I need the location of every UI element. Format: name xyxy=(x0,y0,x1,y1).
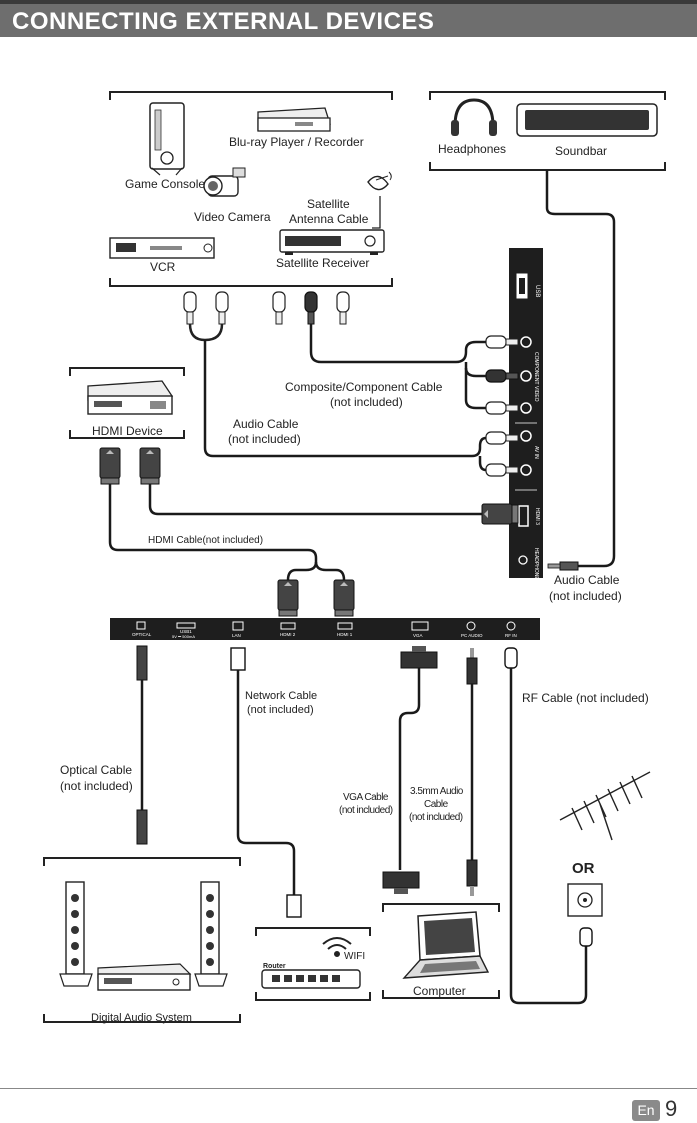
hdmi-device-label: HDMI Device xyxy=(92,424,163,438)
computer-group: Computer xyxy=(382,903,500,999)
hdmi-cable-label: HDMI Cable(not included) xyxy=(148,535,263,546)
router-group: WIFI Router xyxy=(255,927,371,1001)
bottom-port-rf: RF IN xyxy=(505,633,517,638)
or-label: OR xyxy=(572,860,595,877)
page-header: CONNECTING EXTERNAL DEVICES xyxy=(0,0,697,37)
tv-side-panel: USB COMPONENT VIDEO AV IN HDMI 3 HEADPHO… xyxy=(509,248,543,580)
bottom-port-usb-rating: 5V ⎓ 500mA xyxy=(172,634,195,639)
connection-diagram: Game Console Blu-ray Player / Recorder V… xyxy=(43,91,666,1024)
audio-cable-right-label-1: Audio Cable xyxy=(554,573,620,587)
wall-socket-icon xyxy=(567,883,603,917)
bluray-player-icon xyxy=(257,107,331,132)
side-port-usb: USB xyxy=(534,285,540,297)
antenna-icon xyxy=(559,771,651,841)
audio35-cable-label-3: (not included) xyxy=(409,812,463,823)
headphone-jack-plug xyxy=(547,561,579,571)
side-port-headphone: HEADPHONE xyxy=(533,548,539,580)
header-top-rule xyxy=(0,0,697,4)
cables xyxy=(108,170,616,581)
optical-cable xyxy=(136,645,148,845)
speaker-left-icon xyxy=(59,881,93,987)
audio35-cable-label-1: 3.5mm Audio xyxy=(410,786,464,797)
soundbar-icon xyxy=(516,103,658,137)
audio-cable-label-2: (not included) xyxy=(228,432,301,446)
bottom-port-optical: OPTICAL xyxy=(132,632,152,637)
audio-cable-label-1: Audio Cable xyxy=(233,417,299,431)
side-port-video: VIDEO xyxy=(533,386,539,402)
video-camera-label: Video Camera xyxy=(194,210,271,224)
source-devices-group: Game Console Blu-ray Player / Recorder V… xyxy=(109,91,393,287)
optical-cable-label-2: (not included) xyxy=(60,779,133,793)
hdmi-plugs-from-device xyxy=(99,447,161,485)
network-cable-label-1: Network Cable xyxy=(245,690,317,702)
satellite-label-2: Antenna Cable xyxy=(289,212,369,226)
network-cable xyxy=(230,647,302,918)
satellite-receiver-label: Satellite Receiver xyxy=(276,256,369,270)
audio-35mm-cable xyxy=(466,648,478,896)
game-console-label: Game Console xyxy=(125,177,205,191)
composite-cable-label-1: Composite/Component Cable xyxy=(285,380,443,394)
bottom-port-hdmi2: HDMI 2 xyxy=(280,632,296,637)
bluray-label: Blu-ray Player / Recorder xyxy=(229,135,364,149)
page-number: 9 xyxy=(665,1096,678,1121)
language-badge: En xyxy=(632,1100,660,1121)
side-port-av-in: AV IN xyxy=(533,446,539,459)
audio35-cable-label-2: Cable xyxy=(424,799,449,810)
router-label: Router xyxy=(263,963,286,970)
av-receiver-icon xyxy=(97,963,192,991)
digital-audio-system-group: Digital Audio System xyxy=(43,857,241,1024)
router-icon xyxy=(261,969,361,989)
hdmi-device-group: HDMI Device xyxy=(69,367,185,439)
side-port-component: COMPONENT xyxy=(533,352,539,385)
laptop-icon xyxy=(402,911,490,979)
bottom-port-usb: USB1 xyxy=(180,629,192,634)
composite-cable-label-2: (not included) xyxy=(330,395,403,409)
dvd-player-icon xyxy=(87,380,174,415)
satellite-dish-icon xyxy=(367,171,392,229)
footer-rule xyxy=(0,1088,697,1089)
wifi-icon xyxy=(322,937,352,957)
speaker-right-icon xyxy=(194,881,228,987)
bottom-port-hdmi1: HDMI 1 xyxy=(337,632,353,637)
wifi-label: WIFI xyxy=(344,951,365,962)
rf-cable-label: RF Cable (not included) xyxy=(522,691,649,705)
tv-bottom-panel: OPTICAL USB1 5V ⎓ 500mA LAN HDMI 2 HDMI … xyxy=(110,618,540,640)
side-port-hdmi3: HDMI 3 xyxy=(534,508,540,525)
vga-cable-label-1: VGA Cable xyxy=(343,792,389,803)
vcr-icon xyxy=(109,237,215,259)
composite-rca-plugs xyxy=(272,291,350,325)
soundbar-label: Soundbar xyxy=(555,144,607,158)
headphones-icon xyxy=(451,98,497,136)
audio-output-group: Headphones Soundbar xyxy=(429,91,666,171)
computer-label: Computer xyxy=(413,984,466,998)
bottom-port-vga: VGA xyxy=(413,633,423,638)
game-console-icon xyxy=(149,102,185,176)
headphones-label: Headphones xyxy=(438,142,506,156)
optical-cable-label-1: Optical Cable xyxy=(60,763,132,777)
vcr-label: VCR xyxy=(150,260,176,274)
vga-cable-label-2: (not included) xyxy=(339,805,393,816)
audio-cable-right-label-2: (not included) xyxy=(549,589,622,603)
rf-cable xyxy=(504,647,593,1005)
bottom-port-lan: LAN xyxy=(232,633,241,638)
network-cable-label-2: (not included) xyxy=(247,704,314,716)
satellite-label-1: Satellite xyxy=(307,197,350,211)
hdmi-plugs-bottom xyxy=(277,579,355,617)
audio-rca-plugs xyxy=(183,291,229,342)
satellite-receiver-icon xyxy=(279,229,385,255)
digital-audio-system-label: Digital Audio System xyxy=(91,1012,192,1024)
bottom-port-pc-audio: PC AUDIO xyxy=(461,633,483,638)
page-title: CONNECTING EXTERNAL DEVICES xyxy=(12,8,435,35)
video-camera-icon xyxy=(203,167,246,197)
vga-cable xyxy=(382,646,438,894)
